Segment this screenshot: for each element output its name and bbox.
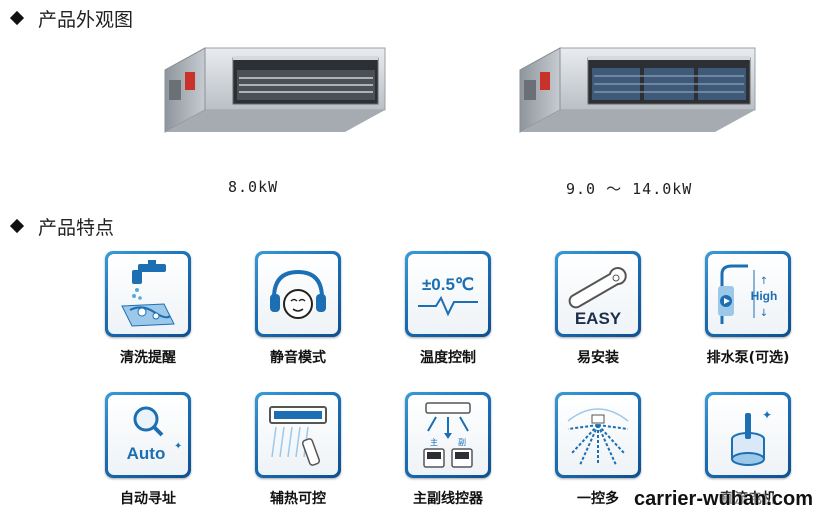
feature-aux-heat: 辅热可控 [243, 392, 353, 508]
feature-label: 主副线控器 [413, 491, 483, 507]
feature-dual-controller: 主 副 主副线控器 [393, 392, 503, 508]
diamond-bullet-icon [9, 218, 25, 234]
feature-multi-control: 一控多 [543, 392, 653, 508]
svg-text:副: 副 [458, 438, 466, 447]
svg-text:主: 主 [430, 437, 438, 447]
search-auto-icon: Auto ✦ [108, 395, 188, 475]
svg-text:±0.5℃: ±0.5℃ [422, 275, 474, 294]
feature-easy-install: EASY 易安装 [543, 251, 653, 367]
product-image-9-14kw [510, 40, 760, 140]
section-title: 产品特点 [38, 216, 115, 239]
svg-text:High: High [751, 289, 778, 303]
svg-text:↑: ↑ [760, 276, 768, 287]
feature-auto-address: Auto ✦ 自动寻址 [93, 392, 203, 508]
aux-heat-icon [258, 395, 338, 475]
feature-dc-motor: ✦ 直流电机 [693, 392, 803, 508]
diamond-bullet-icon [9, 10, 25, 26]
faucet-wash-icon [108, 254, 188, 334]
section-appearance: 产品外观图 [8, 6, 134, 31]
section-title: 产品外观图 [38, 8, 134, 31]
headphones-face-icon [258, 254, 338, 334]
product-image-8kw [155, 40, 395, 140]
drain-pump-icon: High ↑ ↓ [708, 254, 788, 334]
section-features: 产品特点 [8, 214, 115, 239]
temperature-icon: ±0.5℃ [408, 254, 488, 334]
feature-label: 直流电机 [720, 491, 776, 507]
feature-silent-mode: 静音模式 [243, 251, 353, 367]
feature-temperature-control: ±0.5℃ 温度控制 [393, 251, 503, 367]
feature-clean-reminder: 清洗提醒 [93, 251, 203, 367]
multi-control-icon [558, 395, 638, 475]
wrench-icon: EASY [558, 254, 638, 334]
svg-text:EASY: EASY [575, 309, 622, 328]
feature-label: 辅热可控 [270, 491, 326, 507]
feature-label: 温度控制 [420, 350, 476, 366]
watermark-text: carrier-wuhan.com [634, 488, 813, 510]
product-caption: 9.0 ～ 14.0kW [566, 180, 693, 198]
dc-motor-icon: ✦ [708, 395, 788, 475]
svg-text:✦: ✦ [174, 441, 182, 452]
dual-controller-icon: 主 副 [408, 395, 488, 475]
feature-label: 清洗提醒 [120, 350, 176, 366]
feature-label: 排水泵(可选) [706, 350, 790, 366]
feature-label: 自动寻址 [120, 491, 176, 507]
svg-text:↓: ↓ [760, 308, 768, 319]
svg-text:✦: ✦ [762, 408, 772, 422]
product-caption: 8.0kW [228, 178, 279, 196]
feature-drain-pump: High ↑ ↓ 排水泵(可选) [693, 251, 803, 367]
feature-label: 易安装 [577, 350, 619, 366]
feature-label: 静音模式 [270, 350, 326, 366]
svg-text:Auto: Auto [127, 444, 166, 463]
feature-label: 一控多 [577, 491, 619, 507]
